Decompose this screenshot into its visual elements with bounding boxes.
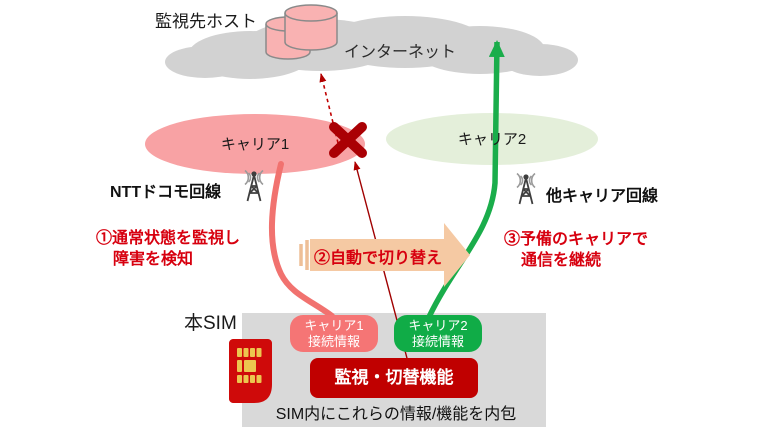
step1-line2: 障害を検知 [113, 251, 194, 268]
database-cylinder-icon [265, 4, 338, 60]
carrier2-label: キャリア2 [457, 131, 527, 148]
step3-line2: 通信を継続 [521, 252, 602, 269]
carrier1-label: キャリア1 [220, 136, 290, 153]
carrier2-info-line2: 接続情報 [411, 334, 464, 349]
sim-label: 本SIM [184, 313, 237, 334]
step1-text: ①通常状態を監視し 障害を検知 [96, 228, 240, 270]
carrier1-info-box: キャリア1 接続情報 [290, 315, 378, 352]
other-carrier-line-label: 他キャリア回線 [546, 188, 659, 205]
sim-card-icon [229, 339, 272, 403]
carrier2-backup-arrow [426, 40, 505, 319]
sim-chip [237, 348, 262, 383]
monitor-host-label: 監視先ホスト [155, 12, 257, 31]
carrier2-info-line1: キャリア2 [408, 318, 468, 333]
step1-line1: ①通常状態を監視し [96, 230, 241, 247]
carrier2-info-box: キャリア2 接続情報 [394, 315, 482, 352]
sim-caption: SIM内にこれらの情報/機能を内包 [275, 406, 517, 423]
antenna-icon [244, 169, 264, 202]
antenna-icon [516, 172, 536, 205]
internet-label: インターネット [344, 44, 457, 61]
carrier1-info-line2: 接続情報 [307, 334, 360, 349]
carrier1-link-line [268, 161, 335, 319]
step3-line1: ③予備のキャリアで [504, 231, 649, 248]
carrier1-info-line1: キャリア1 [304, 318, 364, 333]
monitor-switch-function-box: 監視・切替機能 [310, 358, 478, 398]
ntt-docomo-line-label: NTTドコモ回線 [110, 184, 222, 201]
step2-text: ②自動で切り替え [313, 250, 442, 267]
step3-text: ③予備のキャリアで 通信を継続 [504, 229, 648, 271]
